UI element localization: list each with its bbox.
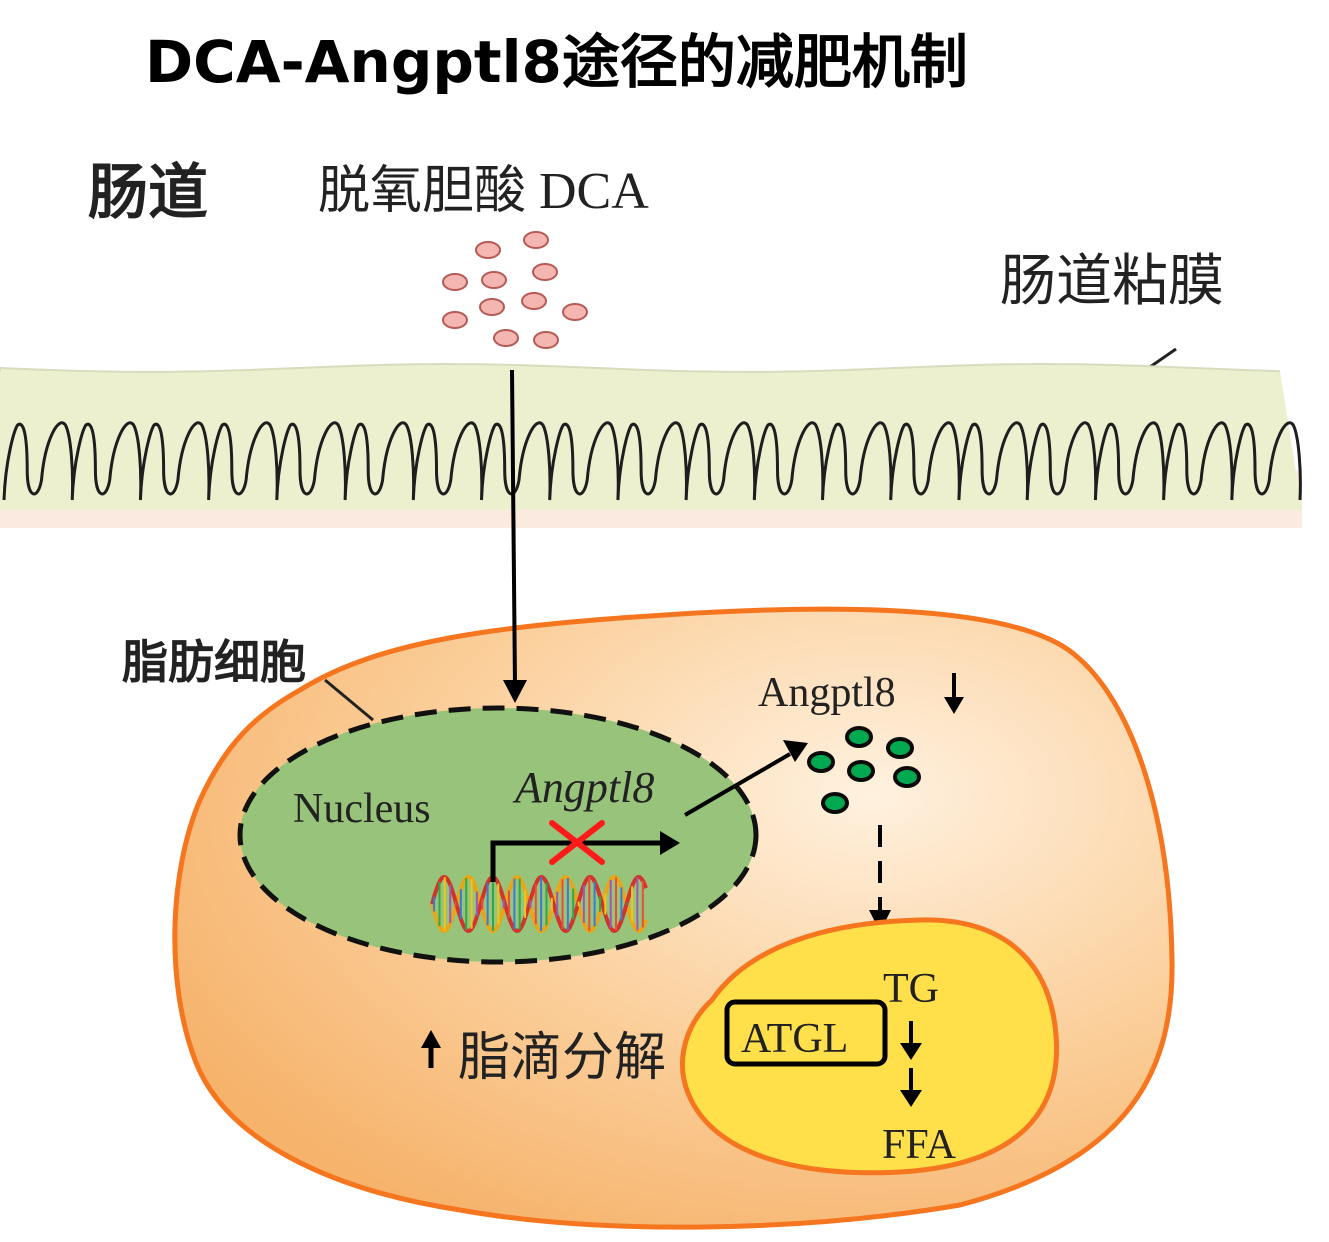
dca-particle — [442, 311, 468, 329]
dca-particle — [442, 273, 468, 291]
dca-particles — [442, 231, 588, 349]
angptl8-gene-label: Angptl8 — [512, 763, 654, 812]
tg-label: TG — [883, 966, 939, 1012]
mucosa-label: 肠道粘膜 — [1000, 249, 1224, 314]
dca-particle — [479, 298, 505, 316]
nucleus-label: Nucleus — [293, 786, 431, 832]
intestinal-mucosa — [0, 362, 1302, 528]
dna-base-pairs — [433, 877, 644, 931]
atgl-label: ATGL — [741, 1016, 848, 1062]
arrow-up-icon — [421, 1030, 441, 1068]
ffa-label: FFA — [882, 1122, 957, 1168]
mucosa-top-edge — [0, 362, 1281, 374]
arrow-down-icon — [944, 673, 964, 714]
dna-helix-icon — [430, 874, 648, 934]
angptl8-particle — [845, 726, 873, 748]
angptl8-particle — [893, 766, 921, 788]
intestine-label: 肠道 — [88, 158, 208, 228]
dca-particle — [521, 292, 547, 310]
transcription-arrow — [490, 840, 664, 882]
transcription-arrowhead — [660, 831, 680, 855]
lipolysis-label: 脂滴分解 — [458, 1028, 666, 1088]
dca-particle — [493, 329, 519, 347]
angptl8-particle — [821, 792, 849, 814]
dca-uptake-arrowhead — [503, 680, 527, 703]
dca-particle — [562, 303, 588, 321]
angptl8-particles — [807, 726, 921, 814]
secretion-arrow — [683, 752, 792, 817]
mucosa-band — [0, 364, 1302, 510]
angptl8-protein-label: Angptl8 — [758, 670, 896, 716]
red-x-icon — [549, 820, 605, 865]
lipid-droplet — [679, 917, 1060, 1176]
angptl8-particle — [847, 760, 875, 782]
dca-particle — [533, 331, 559, 349]
dca-particle — [481, 271, 507, 289]
arrow-down-icon — [900, 1068, 922, 1107]
dca-label: 脱氧胆酸 DCA — [318, 163, 649, 220]
adipocyte-leader-line — [324, 678, 374, 722]
dca-particle — [532, 263, 558, 281]
dca-particle — [475, 241, 501, 259]
angptl8-particle — [807, 751, 835, 773]
dca-particle — [523, 231, 549, 249]
secretion-arrowhead — [783, 740, 808, 762]
angptl8-particle — [886, 737, 914, 759]
villi-outline — [2, 421, 1302, 501]
adipocyte-label: 脂肪细胞 — [122, 635, 306, 689]
atgl-box — [724, 999, 888, 1067]
arrow-down-icon — [900, 1021, 922, 1060]
diagram-title: DCA-Angptl8途径的减肥机制 — [145, 28, 968, 96]
dca-uptake-arrow — [510, 369, 517, 687]
